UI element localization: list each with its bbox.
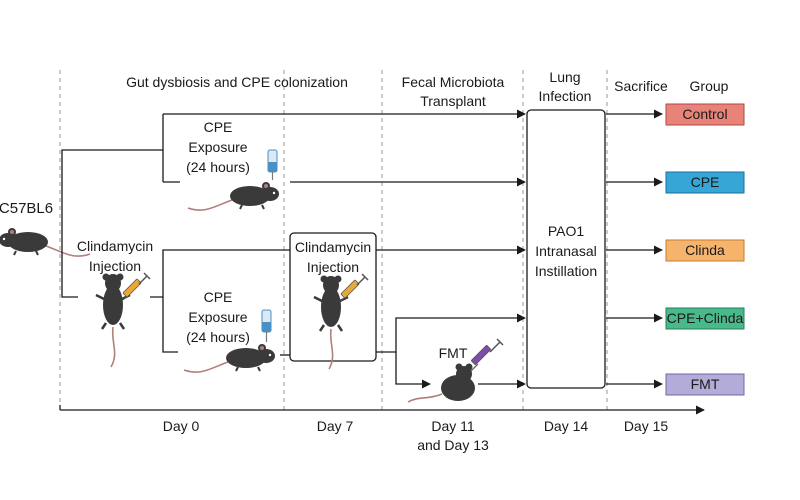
mouse-icon [187, 181, 280, 212]
group-label: FMT [691, 376, 720, 392]
group-label: Control [682, 106, 727, 122]
flow-connectors [61, 109, 663, 389]
infection-label-1: PAO1 [548, 223, 585, 239]
phase-header-fmt-1: Fecal Microbiota [402, 74, 505, 90]
phase-header-sacrifice: Sacrifice [614, 78, 668, 94]
water-bottle-icon [267, 149, 278, 180]
timeline-day13: and Day 13 [417, 437, 489, 453]
group-fmt: FMT [665, 373, 745, 396]
exposure-top-label-2: Exposure [188, 139, 247, 155]
group-label: CPE+Clinda [667, 310, 744, 326]
phase-separators [59, 70, 608, 410]
gavage-syringe-icon [469, 338, 504, 373]
timeline-day15: Day 15 [624, 418, 669, 434]
mouse-icon [407, 363, 475, 403]
timeline-day14: Day 14 [544, 418, 589, 434]
group-box [665, 171, 745, 194]
exposure-bottom-label-2: Exposure [188, 309, 247, 325]
group-box [665, 103, 745, 126]
phase-header-group: Group [690, 78, 729, 94]
exposure-bottom-label-3: (24 hours) [186, 329, 250, 345]
group-control: Control [665, 103, 745, 126]
phase-header-fmt-2: Transplant [420, 93, 486, 109]
phase-header-gut: Gut dysbiosis and CPE colonization [126, 74, 348, 90]
mouse-icon [94, 272, 132, 369]
group-label: Clinda [685, 242, 725, 258]
mouse-icon [183, 343, 276, 374]
clinda-injection-label-2: Injection [89, 258, 141, 274]
infection-box [526, 109, 606, 389]
group-cpe-clinda: CPE+Clinda [665, 307, 745, 330]
group-label: CPE [691, 174, 720, 190]
syringe-icon [122, 272, 151, 301]
group-box [665, 307, 745, 330]
group-box [665, 239, 745, 262]
phase-header-lung-2: Infection [539, 88, 592, 104]
timeline-day7: Day 7 [317, 418, 354, 434]
clinda-box-label-1: Clindamycin [295, 239, 371, 255]
strain-label: C57BL6 [0, 200, 53, 217]
group-cpe: CPE [665, 171, 745, 194]
infection-label-3: Instillation [535, 263, 597, 279]
exposure-top-label-1: CPE [204, 119, 233, 135]
group-clinda: Clinda [665, 239, 745, 262]
clinda-box-label-2: Injection [307, 259, 359, 275]
infection-label-2: Intranasal [535, 243, 596, 259]
exposure-top-label-3: (24 hours) [186, 159, 250, 175]
group-box [665, 373, 745, 396]
fmt-label: FMT [439, 345, 468, 361]
timeline-day11: Day 11 [431, 418, 475, 434]
exposure-bottom-label-1: CPE [204, 289, 233, 305]
phase-header-lung-1: Lung [549, 69, 580, 85]
clinda-injection-label-1: Clindamycin [77, 238, 153, 254]
water-bottle-icon [261, 309, 272, 342]
timeline-day0: Day 0 [163, 418, 200, 434]
